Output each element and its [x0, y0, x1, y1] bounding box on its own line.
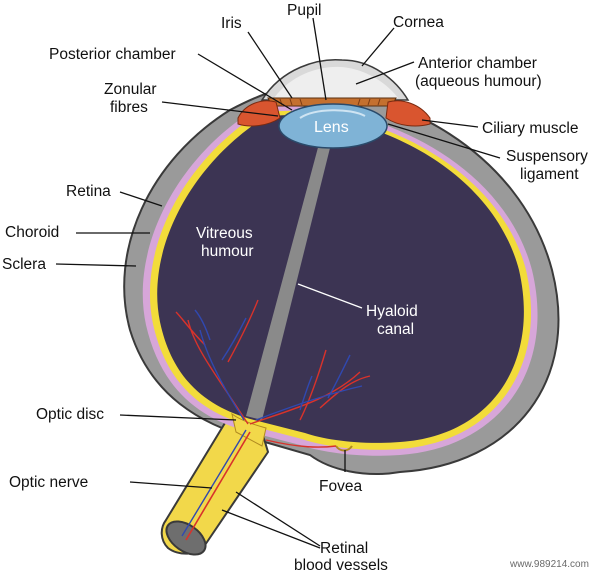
label-sclera: Sclera	[2, 256, 46, 273]
label-anterior-chamber-line1: Anterior chamber	[418, 55, 537, 72]
label-vitreous-line2: humour	[201, 243, 254, 260]
label-optic-nerve: Optic nerve	[9, 474, 88, 491]
label-hyaloid-canal-line1: Hyaloid	[366, 303, 418, 320]
retinal-veins	[194, 309, 363, 421]
label-lens: Lens	[314, 119, 349, 136]
leader-ciliary-muscle	[421, 119, 479, 128]
leader-iris	[247, 31, 293, 99]
leader-retinal-vessels-a	[235, 491, 321, 547]
hyaloid-canal-shape	[246, 140, 332, 420]
anterior-chamber-shape	[274, 66, 398, 98]
label-fovea: Fovea	[319, 478, 362, 495]
label-anterior-chamber-line2: (aqueous humour)	[415, 73, 542, 90]
label-posterior-chamber: Posterior chamber	[49, 46, 176, 63]
label-suspensory-ligament-line2: ligament	[520, 166, 579, 183]
leader-suspensory-ligament	[387, 123, 501, 159]
label-vitreous-line1: Vitreous	[196, 225, 253, 242]
watermark: www.989214.com	[509, 559, 589, 570]
nerve-artery	[185, 431, 251, 541]
leader-retina	[119, 191, 163, 207]
label-iris: Iris	[221, 15, 242, 32]
label-retinal-vessels-line1: Retinal	[320, 540, 368, 557]
ciliary-body-right	[385, 100, 431, 127]
label-optic-disc: Optic disc	[36, 406, 104, 423]
leader-pupil	[312, 17, 327, 101]
leader-optic-nerve	[129, 481, 213, 489]
label-zonular-fibres-line2: fibres	[110, 99, 148, 116]
label-retina: Retina	[66, 183, 111, 200]
label-ciliary-muscle: Ciliary muscle	[482, 120, 578, 137]
label-retinal-vessels-line2: blood vessels	[294, 557, 388, 573]
label-cornea: Cornea	[393, 14, 444, 31]
retinal-arteries	[175, 299, 371, 448]
leader-retinal-vessels-b	[221, 509, 321, 549]
leader-anterior-chamber	[355, 61, 415, 85]
vitreous-shape	[157, 115, 524, 443]
fovea-shape	[335, 445, 353, 452]
optic-disc-shape	[231, 412, 267, 447]
lens-highlight	[299, 109, 366, 119]
label-choroid: Choroid	[5, 224, 59, 241]
leader-posterior-chamber	[197, 53, 293, 111]
label-suspensory-ligament-line1: Suspensory	[506, 148, 588, 165]
leader-cornea	[361, 27, 395, 67]
label-hyaloid-canal-line2: canal	[377, 321, 414, 338]
nerve-vein	[181, 429, 247, 537]
label-pupil: Pupil	[287, 2, 321, 19]
leader-sclera	[55, 263, 137, 267]
leader-zonular-fibres	[161, 101, 279, 117]
leader-optic-disc	[119, 414, 237, 421]
label-zonular-fibres-line1: Zonular	[104, 81, 157, 98]
iris-striations	[279, 98, 381, 106]
leader-hyaloid-canal	[297, 283, 363, 309]
